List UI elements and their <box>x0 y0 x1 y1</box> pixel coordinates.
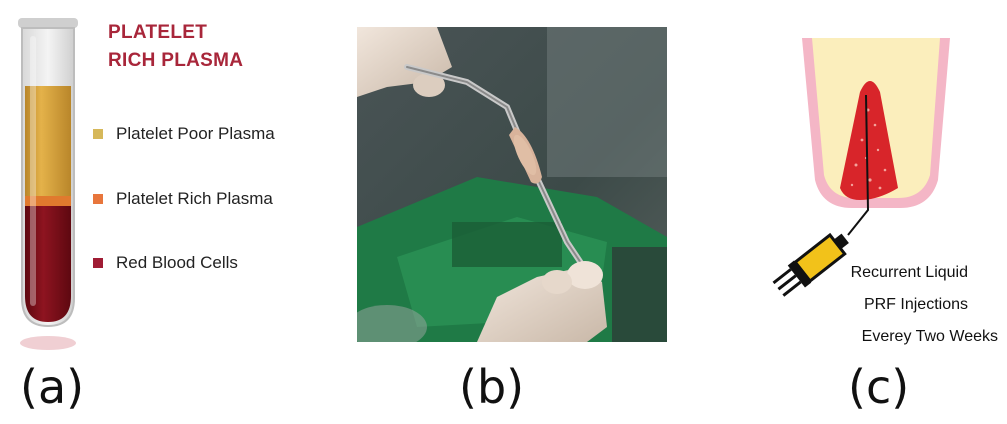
legend-swatch <box>93 194 103 204</box>
photo-illustration <box>357 27 667 342</box>
legend-item-platelet-poor: Platelet Poor Plasma <box>93 124 275 144</box>
legend-swatch <box>93 129 103 139</box>
tube-rim <box>18 18 78 28</box>
legend-label: Platelet Poor Plasma <box>116 124 275 144</box>
tube-reflection <box>20 336 76 350</box>
tooth-prf-injection-diagram <box>760 30 960 300</box>
legend-item-platelet-rich: Platelet Rich Plasma <box>93 189 273 209</box>
prf-clot-handling-photo <box>357 27 667 342</box>
panel-b-tag: (b) <box>459 360 524 414</box>
legend-label: Red Blood Cells <box>116 253 238 273</box>
legend-swatch <box>93 258 103 268</box>
panel-a-title-line-1: PLATELET <box>108 22 207 44</box>
legend-label: Platelet Rich Plasma <box>116 189 273 209</box>
caption-line-2: PRF Injections <box>748 296 968 314</box>
caption-line-3: Everey Two Weeks <box>778 328 998 346</box>
caption-line-1: Recurrent Liquid <box>748 264 968 282</box>
panel-a-title-line-2: RICH PLASMA <box>108 50 243 72</box>
panel-c-tag: (c) <box>848 360 909 414</box>
test-tube-illustration <box>8 8 90 358</box>
panel-a-tag: (a) <box>20 360 84 414</box>
tube-highlight <box>30 36 36 306</box>
legend-item-red-blood-cells: Red Blood Cells <box>93 253 238 273</box>
